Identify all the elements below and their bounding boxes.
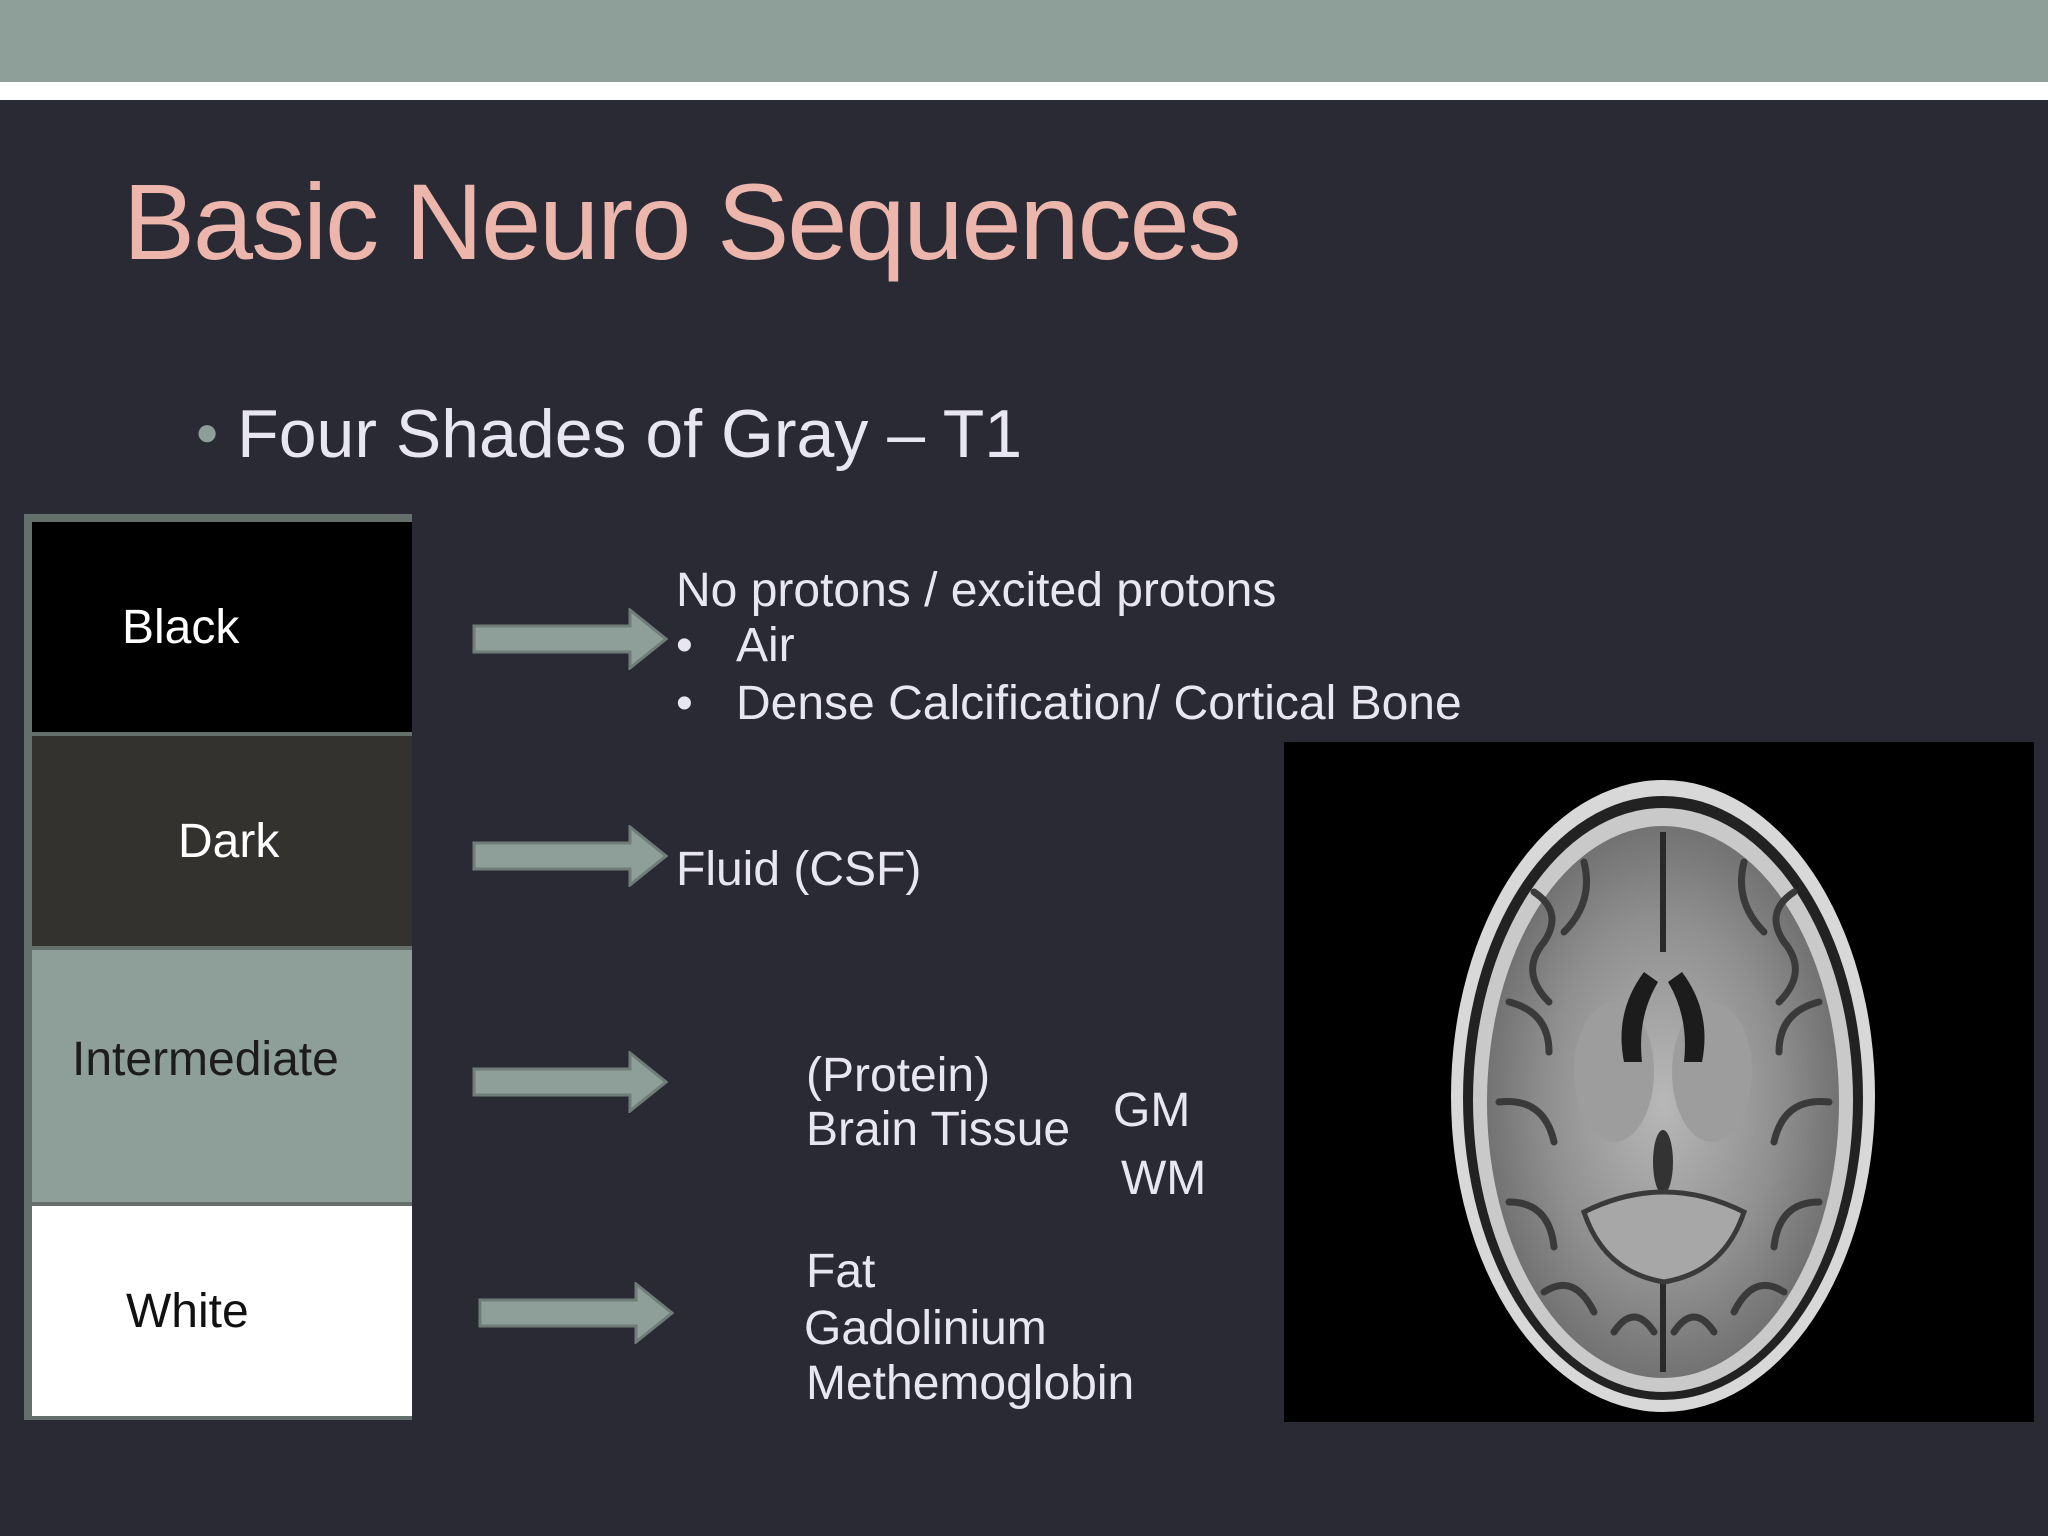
bullet-icon: •	[676, 677, 693, 730]
black-item-bone: • Dense Calcification/ Cortical Bone	[676, 680, 1462, 728]
shade-white-label: White	[126, 1284, 249, 1338]
bullet-dot-icon: ●	[195, 410, 220, 454]
mri-brain-image	[1284, 742, 2034, 1422]
arrow-right-icon	[478, 1282, 674, 1344]
shade-dark-label: Dark	[178, 814, 280, 868]
shade-white-cell: White	[32, 1206, 412, 1416]
main-bullet: ●Four Shades of Gray – T1	[195, 400, 1022, 468]
intermediate-line-protein: (Protein)	[806, 1049, 991, 1102]
wm-label: WM	[1121, 1152, 1207, 1205]
gm-label: GM	[1113, 1084, 1191, 1137]
intermediate-line-brain-tissue: Brain Tissue	[806, 1103, 1071, 1156]
black-description-heading: No protons / excited protons	[676, 564, 1277, 617]
white-line-methemoglobin: Methemoglobin	[806, 1357, 1135, 1410]
black-item-text: Dense Calcification/ Cortical Bone	[736, 677, 1462, 730]
dark-description: Fluid (CSF)	[676, 843, 922, 896]
slide-title: Basic Neuro Sequences	[123, 161, 1242, 282]
shade-intermediate-cell: Intermediate	[32, 950, 412, 1202]
black-item-text: Air	[736, 619, 795, 672]
black-item-air: • Air	[676, 622, 795, 670]
header-divider	[0, 82, 2048, 100]
arrow-right-icon	[472, 1051, 668, 1113]
brain-mri-icon	[1451, 780, 1875, 1412]
main-bullet-text: Four Shades of Gray – T1	[237, 396, 1023, 472]
arrow-right-icon	[472, 825, 668, 887]
shade-black-label: Black	[122, 600, 240, 654]
shade-table: Black Dark Intermediate White	[24, 514, 412, 1420]
shade-dark-cell: Dark	[32, 736, 412, 946]
arrow-right-icon	[472, 608, 668, 670]
header-band	[0, 0, 2048, 82]
shade-intermediate-label: Intermediate	[72, 1033, 339, 1086]
white-line-gadolinium: Gadolinium	[804, 1302, 1047, 1355]
shade-black-cell: Black	[32, 522, 412, 732]
white-line-fat: Fat	[806, 1245, 876, 1298]
bullet-icon: •	[676, 619, 693, 672]
